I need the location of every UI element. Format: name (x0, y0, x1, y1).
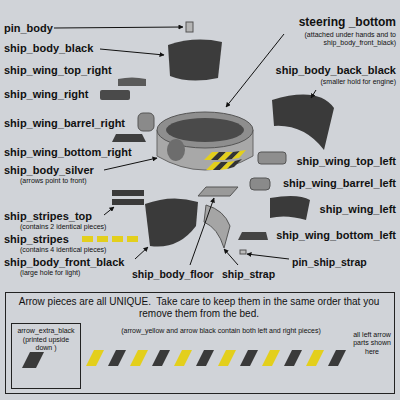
part-name: ship_wing_top_left (296, 155, 396, 168)
wing-barrel-left-part (250, 178, 270, 190)
notice-box: Arrow pieces are all UNIQUE. Take care t… (5, 292, 395, 394)
note: (printed upside down ) (14, 336, 78, 353)
arrow-pieces (22, 350, 346, 368)
note: (arrow_yellow and arrow black contain bo… (86, 327, 356, 335)
stripe-part (97, 236, 108, 242)
part-name: steering _bottom (299, 16, 396, 30)
back-black-part (272, 95, 334, 150)
note: (attached under hands and to ship_body_f… (282, 31, 396, 47)
stripe-part (82, 236, 93, 242)
stripe-part (112, 236, 123, 242)
floor-part (198, 187, 238, 196)
part-name: ship_strap (222, 268, 275, 280)
wing-right-part (100, 90, 130, 100)
part-name: ship_wing_top_right (4, 64, 112, 77)
pin-strap-part (240, 250, 246, 254)
wing-barrel-right-part (138, 113, 154, 131)
note: (contains 4 identical pieces) (20, 246, 106, 254)
note: (arrows point to front) (20, 177, 87, 185)
stripe-top-part (112, 199, 144, 205)
body-silver-part (157, 112, 253, 170)
part-name: ship_body_floor (132, 268, 214, 280)
note: (smaller hold for engine) (321, 78, 396, 86)
note: (contains 2 identical pieces) (20, 223, 106, 231)
body-black-part (168, 40, 222, 81)
wing-top-left-part (258, 152, 286, 164)
part-name: ship_wing_bottom_left (276, 229, 396, 242)
part-name: ship_body_silver (4, 164, 94, 177)
part-name: ship_body_back_black (276, 64, 396, 77)
wing-top-right-part (118, 78, 146, 87)
front-black-part (145, 198, 198, 246)
part-name: ship_wing_bottom_right (4, 146, 132, 159)
part-name: ship_stripes_top (4, 210, 92, 223)
part-name: ship_stripes (4, 233, 69, 246)
notice-text: Arrow pieces are all UNIQUE. Take care t… (10, 296, 388, 320)
part-name: arrow_extra_black (14, 327, 78, 335)
part-name: ship_body_black (4, 42, 93, 55)
wing-bottom-left-part (238, 232, 268, 240)
pin-part (186, 22, 193, 32)
note: (large hole for light) (20, 269, 80, 277)
stripe-part (127, 236, 138, 242)
part-name: ship_wing_barrel_right (4, 117, 125, 130)
part-name: pin_ship_strap (292, 256, 367, 268)
part-name: ship_body_front_black (4, 256, 124, 269)
part-name: ship_wing_left (320, 203, 396, 216)
inset-box: arrow_extra_black(printed upside down ) (11, 323, 81, 389)
wing-left-part (270, 196, 310, 220)
wing-bottom-right-part (112, 134, 146, 142)
strap-part (204, 205, 230, 248)
part-name: ship_wing_barrel_left (283, 177, 396, 190)
stripe-top-part (112, 190, 144, 196)
note: all left arrow parts shown here (352, 331, 392, 356)
part-name: pin_body (4, 22, 53, 35)
part-name: ship_wing_right (4, 88, 88, 101)
